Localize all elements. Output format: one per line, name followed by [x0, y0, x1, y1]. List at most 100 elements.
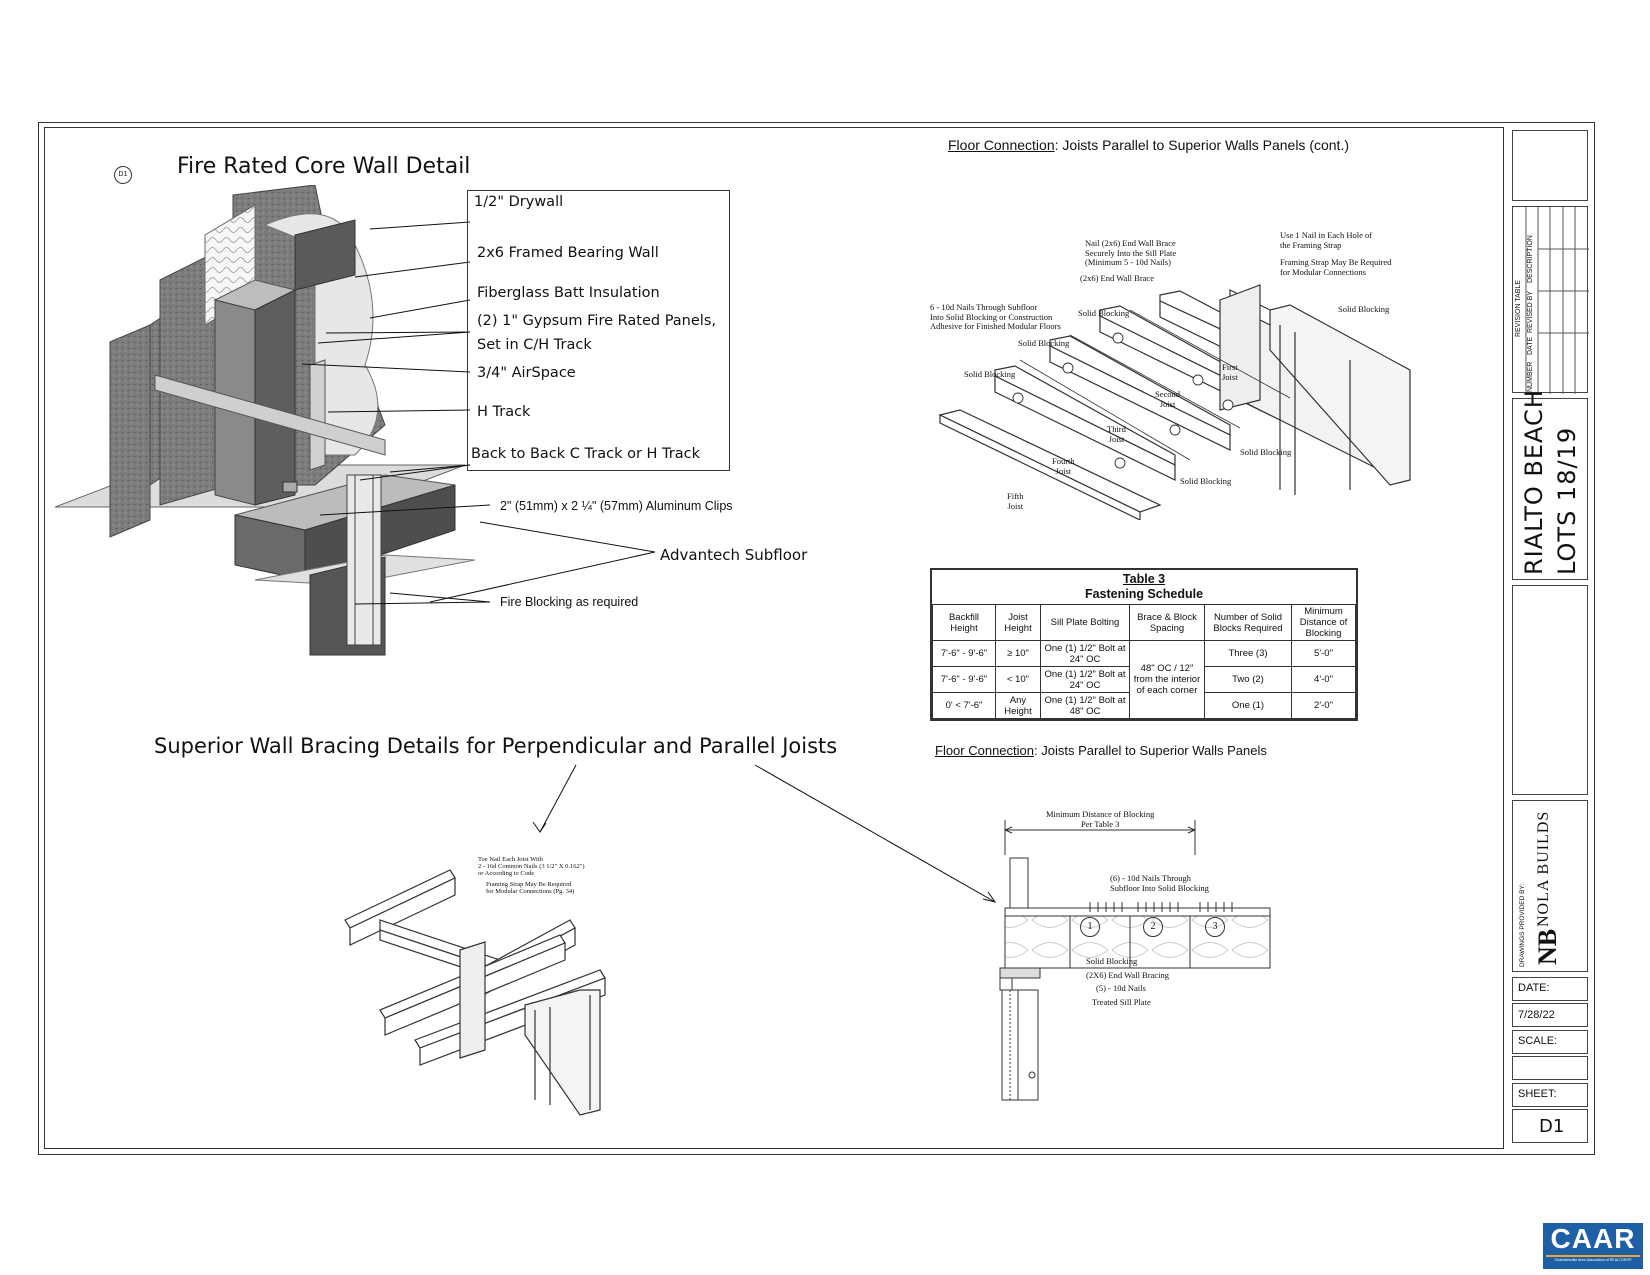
table-cell: One (1) 1/2" Bolt at 24" OC [1040, 666, 1130, 693]
revision-table-title: REVISION TABLE [1515, 280, 1522, 337]
clip-label: 2" (51mm) x 2 ¼" (57mm) Aluminum Clips [500, 499, 733, 513]
floor-connection-bottom-rest: : Joists Parallel to Superior Walls Pane… [1034, 743, 1267, 758]
callout-gypsum: (2) 1" Gypsum Fire Rated Panels, [477, 313, 716, 329]
project-subtitle: LOTS 18/19 [1553, 426, 1581, 575]
third-joist-label: Third Joist [1107, 424, 1126, 444]
table-header-row: Backfill Height Joist Height Sill Plate … [932, 604, 1356, 641]
table-cell: One (1) [1204, 692, 1292, 719]
floor-connection-top-underlined: Floor Connection [948, 137, 1055, 153]
fifth-joist-line-1: Fifth [1007, 491, 1024, 501]
table-header: Joist Height [995, 604, 1041, 641]
subfloor-nails-line-3: Adhesive for Finished Modular Floors [930, 321, 1061, 331]
table-cell: 2'-0" [1291, 692, 1356, 719]
callout-airspace: 3/4" AirSpace [477, 365, 576, 381]
fifth-joist-line-2: Joist [1007, 500, 1024, 511]
toe-nail-line-2: 2 - 16d Common Nails (3 1/2" X 0.162") [478, 863, 585, 870]
toe-nail-label: Toe Nail Each Joist With 2 - 16d Common … [478, 856, 585, 877]
revision-col-description: DESCRIPTION [1527, 235, 1534, 283]
fire-wall-illustration [55, 185, 475, 656]
first-joist-label: First Joist [1222, 362, 1238, 382]
bottom-solid-blocking-label: Solid Blocking [1086, 956, 1138, 966]
table-cell: Any Height [995, 692, 1041, 719]
revision-col-date: DATE [1527, 336, 1534, 355]
framing-strap-line-2: for Modular Connections [1280, 266, 1366, 277]
solid-blocking-label-6: Solid Blocking [1180, 476, 1232, 486]
floor-connection-bottom-underlined: Floor Connection [935, 743, 1034, 758]
fourth-joist-line-2: Joist [1055, 465, 1072, 476]
bottom-nails-line-2: Subfloor Into Solid Blocking [1110, 882, 1209, 893]
solid-blocking-label-2: Solid Blocking [1018, 338, 1070, 348]
bottom-end-wall-bracing-label: (2X6) End Wall Bracing [1086, 970, 1169, 980]
table-subtitle: Fastening Schedule [1084, 587, 1204, 601]
table-cell: One (1) 1/2" Bolt at 48" OC [1040, 692, 1130, 719]
blocking-label: Fire Blocking as required [500, 595, 639, 609]
company-box: DRAWINGS PROVIDED BY: NB NOLA BUILDS [1512, 800, 1588, 972]
drawings-provided-by: DRAWINGS PROVIDED BY: [1519, 883, 1526, 967]
second-joist-label: Second Joist [1155, 389, 1180, 409]
table-cell: < 10" [995, 666, 1041, 693]
bottom-nails-label: (6) - 10d Nails Through Subfloor Into So… [1110, 873, 1209, 893]
one-nail-label: Use 1 Nail in Each Hole of the Framing S… [1280, 230, 1373, 250]
bracing-strap-line-2: for Modular Connections (Pg. 34) [486, 888, 575, 895]
title-block-blank-top [1512, 130, 1588, 201]
framing-strap-line-1: Framing Strap May Be Required [1280, 257, 1392, 267]
caar-logo-text: CAAR [1550, 1223, 1636, 1254]
callout-track: Set in C/H Track [477, 337, 592, 353]
first-joist-line-2: Joist [1222, 371, 1238, 382]
fourth-joist-line-1: Fourth [1052, 456, 1075, 466]
table-row: 7'-6" - 9'-6" ≥ 10" One (1) 1/2" Bolt at… [932, 640, 1356, 719]
sheet-label: SHEET: [1518, 1088, 1557, 1100]
table-header: Minimum Distance of Blocking [1291, 604, 1356, 641]
company-name: NOLA BUILDS [1535, 810, 1552, 927]
nail-brace-line-1: Nail (2x6) End Wall Brace [1085, 238, 1176, 248]
fifth-joist-label: Fifth Joist [1007, 491, 1024, 511]
table-row: 0' < 7'-6" Any Height One (1) 1/2" Bolt … [932, 692, 1356, 719]
revision-col-revised-by: REVISED BY [1527, 290, 1534, 333]
project-name-box: RIALTO BEACH LOTS 18/19 [1512, 389, 1588, 580]
scale-label: SCALE: [1518, 1035, 1558, 1047]
toe-nail-line-3: or According to Code [478, 870, 535, 877]
bottom-10d-nails-label: (5) - 10d Nails [1096, 983, 1146, 993]
table-cell: 5'-0" [1291, 640, 1356, 667]
second-joist-line-2: Joist [1159, 398, 1176, 409]
revision-table: REVISION TABLE NUMBER DATE REVISED BY DE… [1512, 206, 1589, 394]
caar-logo-accent [1546, 1255, 1640, 1257]
table-header: Backfill Height [932, 604, 996, 641]
blocking-marker-1: 1 [1080, 917, 1100, 937]
callout-h-track: H Track [477, 404, 531, 420]
table-cell: One (1) 1/2" Bolt at 24" OC [1040, 640, 1130, 667]
bracing-perspective-illustration [344, 869, 606, 1116]
fastening-schedule-table: Table 3 Fastening Schedule Backfill Heig… [930, 568, 1358, 721]
sheet-label-box: SHEET: [1512, 1083, 1588, 1107]
table-header: Brace & Block Spacing [1129, 604, 1205, 641]
bracing-strap-label: Framing Strap May Be Required for Modula… [486, 881, 574, 895]
title-block-blank-mid [1512, 585, 1588, 795]
revision-table-grid [1525, 207, 1589, 394]
scale-label-box: SCALE: [1512, 1030, 1588, 1054]
third-joist-line-1: Third [1107, 424, 1126, 434]
company-mark: NB [1533, 928, 1562, 965]
solid-blocking-label-1: Solid Blocking [1078, 308, 1130, 318]
third-joist-line-2: Joist [1108, 433, 1125, 444]
min-distance-line-1: Minimum Distance of Blocking [1046, 809, 1155, 819]
joist-framing-illustration [938, 284, 1411, 520]
table-cell: 4'-0" [1291, 666, 1356, 693]
toe-nail-line-1: Toe Nail Each Joist With [478, 856, 543, 863]
callout-framed-wall: 2x6 Framed Bearing Wall [477, 245, 659, 261]
one-nail-line-2: the Framing Strap [1280, 239, 1342, 250]
sheet-value: D1 [1539, 1116, 1565, 1137]
date-value-box: 7/28/22 [1512, 1003, 1588, 1027]
one-nail-line-1: Use 1 Nail in Each Hole of [1280, 230, 1373, 240]
fourth-joist-label: Fourth Joist [1052, 456, 1075, 476]
min-distance-line-2: Per Table 3 [1080, 818, 1120, 829]
date-label: DATE: [1518, 982, 1550, 994]
blocking-marker-2: 2 [1143, 917, 1163, 937]
sheet-value-box: D1 [1512, 1109, 1588, 1143]
date-label-box: DATE: [1512, 977, 1588, 1001]
callout-c-track: Back to Back C Track or H Track [471, 446, 700, 462]
callout-box [467, 190, 730, 471]
nail-brace-line-3: (Minimum 5 - 10d Nails) [1085, 257, 1171, 267]
fire-wall-title: Fire Rated Core Wall Detail [177, 154, 471, 179]
table-cell: 7'-6" - 9'-6" [932, 666, 996, 693]
floor-section-illustration [999, 820, 1271, 1101]
